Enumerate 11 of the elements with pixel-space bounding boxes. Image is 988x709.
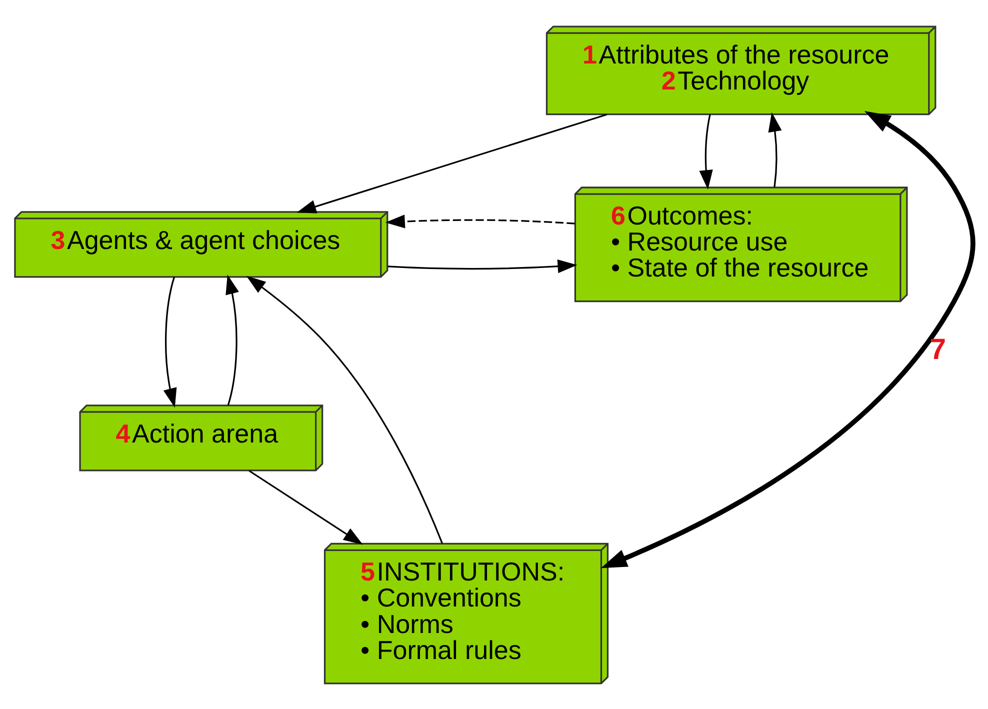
- arrow: [296, 113, 608, 213]
- arrow: [768, 112, 782, 187]
- arrow: [385, 214, 575, 228]
- arrow: [163, 276, 177, 408]
- arrow: [226, 274, 239, 406]
- edge-label: 7: [930, 333, 946, 366]
- arrow: [600, 110, 976, 568]
- arrow: [388, 258, 578, 273]
- arrow: [246, 275, 443, 543]
- arrow: [699, 114, 713, 190]
- arrow: [248, 470, 363, 544]
